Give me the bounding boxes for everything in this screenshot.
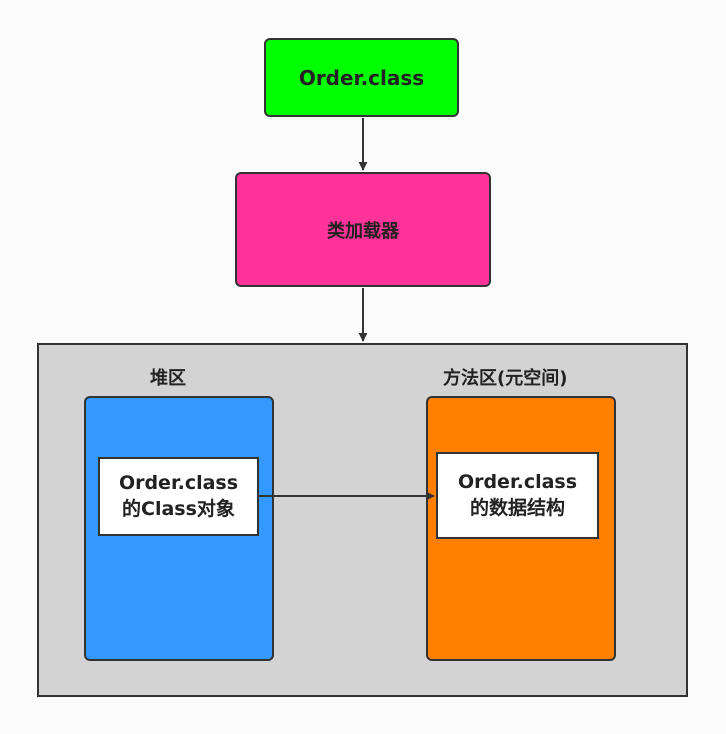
method-area-label: 方法区(元空间) [443, 368, 568, 389]
method-data-structure-node: Order.class 的数据结构 [436, 452, 599, 539]
method-data-line2: 的数据结构 [469, 496, 565, 519]
heap-object-line1: Order.class [118, 471, 239, 494]
class-file-node: Order.class [264, 38, 459, 117]
heap-class-object-node: Order.class 的Class对象 [98, 457, 259, 536]
class-loader-node: 类加载器 [235, 172, 491, 287]
heap-label: 堆区 [150, 368, 186, 389]
method-data-line1: Order.class [457, 470, 578, 493]
heap-object-line2: 的Class对象 [122, 497, 235, 520]
